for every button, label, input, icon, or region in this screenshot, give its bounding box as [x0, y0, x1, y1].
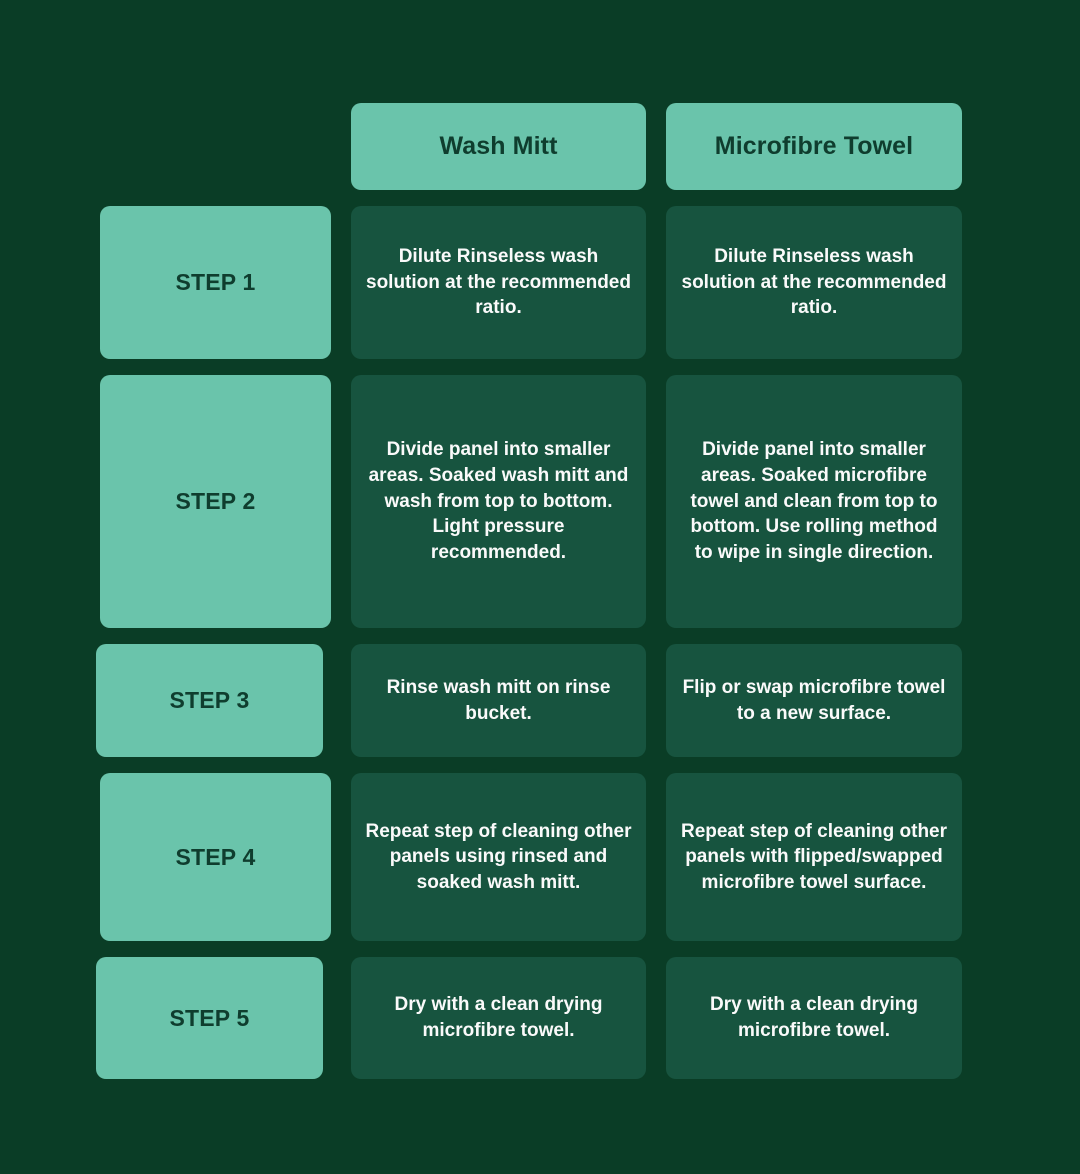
table-corner-cell	[100, 103, 331, 190]
table-cell-step3-wash-mitt: Rinse wash mitt on rinse bucket.	[351, 644, 646, 757]
step-label-text: STEP 3	[169, 687, 250, 713]
step-label-5: STEP 5	[96, 957, 323, 1079]
table-cell-step1-microfibre-towel: Dilute Rinseless wash solution at the re…	[666, 206, 962, 359]
step-label-1: STEP 1	[100, 206, 331, 359]
cell-text: Divide panel into smaller areas. Soaked …	[368, 439, 629, 563]
column-header-label: Wash Mitt	[439, 132, 558, 160]
cell-text: Repeat step of cleaning other panels wit…	[680, 820, 948, 893]
cell-text: Rinse wash mitt on rinse bucket.	[386, 676, 611, 724]
cell-text: Dilute Rinseless wash solution at the re…	[366, 246, 631, 319]
cell-text: Dry with a clean drying microfibre towel…	[710, 994, 918, 1041]
step-label-text: STEP 1	[175, 269, 256, 295]
table-cell-step4-wash-mitt: Repeat step of cleaning other panels usi…	[351, 773, 646, 941]
step-label-text: STEP 2	[175, 488, 256, 514]
cell-text: Dry with a clean drying microfibre towel…	[394, 994, 603, 1041]
column-header-label: Microfibre Towel	[714, 132, 914, 160]
table-cell-step1-wash-mitt: Dilute Rinseless wash solution at the re…	[351, 206, 646, 359]
step-label-3: STEP 3	[96, 644, 323, 757]
table-cell-step4-microfibre-towel: Repeat step of cleaning other panels wit…	[666, 773, 962, 941]
step-label-4: STEP 4	[100, 773, 331, 941]
table-cell-step3-microfibre-towel: Flip or swap microfibre towel to a new s…	[666, 644, 962, 757]
step-label-text: STEP 4	[175, 843, 256, 870]
table-cell-step2-wash-mitt: Divide panel into smaller areas. Soaked …	[351, 375, 646, 628]
cell-text: Flip or swap microfibre towel to a new s…	[682, 676, 946, 724]
table-cell-step5-microfibre-towel: Dry with a clean drying microfibre towel…	[666, 957, 962, 1079]
table-cell-step2-microfibre-towel: Divide panel into smaller areas. Soaked …	[666, 375, 962, 628]
cell-text: Divide panel into smaller areas. Soaked …	[690, 439, 938, 563]
cell-text: Dilute Rinseless wash solution at the re…	[681, 246, 947, 319]
table-cell-step5-wash-mitt: Dry with a clean drying microfibre towel…	[351, 957, 646, 1079]
comparison-table: Wash Mitt Microfibre Towel STEP 1 Dilute…	[96, 103, 963, 1079]
step-label-text: STEP 5	[169, 1004, 250, 1031]
cell-text: Repeat step of cleaning other panels usi…	[365, 820, 632, 893]
step-label-2: STEP 2	[100, 375, 331, 628]
column-header-wash-mitt: Wash Mitt	[351, 103, 646, 190]
column-header-microfibre-towel: Microfibre Towel	[666, 103, 962, 190]
